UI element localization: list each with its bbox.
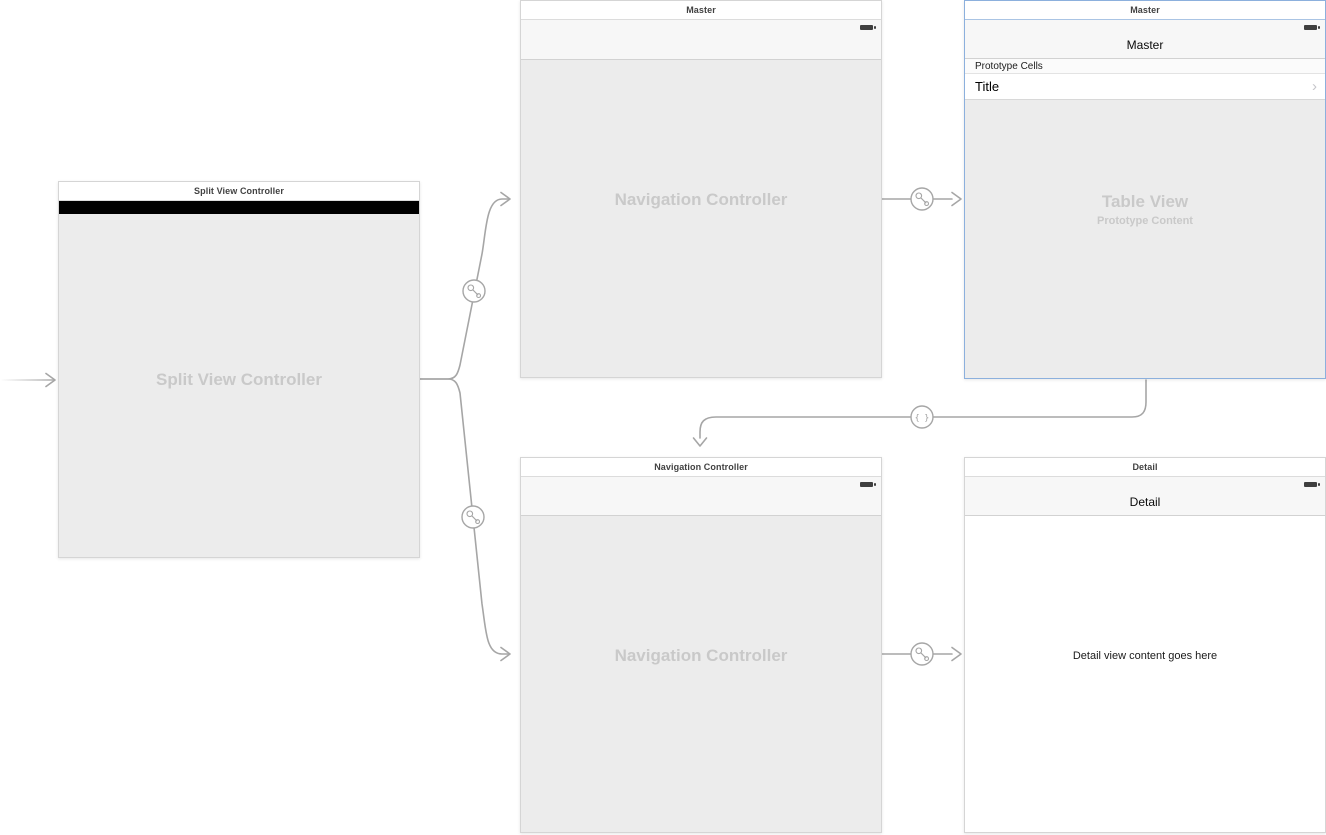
table-view-content[interactable]: Table View Prototype Content	[965, 100, 1325, 378]
scene-header-split-view[interactable]: Split View Controller	[59, 182, 419, 201]
relationship-segue-icon[interactable]	[461, 505, 485, 529]
scene-master-table-view[interactable]: Master Master Prototype Cells Title › Ta…	[964, 0, 1326, 379]
split-view-content[interactable]: Split View Controller	[59, 214, 419, 557]
initial-view-controller-arrow[interactable]	[1, 372, 56, 388]
relationship-segue-icon[interactable]	[910, 642, 934, 666]
master-table-nav-title: Master	[1126, 38, 1164, 52]
relationship-segue-icon[interactable]	[910, 187, 934, 211]
battery-icon	[1304, 482, 1320, 487]
table-view-ghost-label: Table View	[1101, 191, 1189, 211]
detail-body-label: Detail view content goes here	[1072, 649, 1218, 662]
table-view-ghost-sublabel: Prototype Content	[1097, 214, 1193, 227]
scene-header-master-table[interactable]: Master	[965, 1, 1325, 20]
relationship-segue-icon[interactable]	[462, 279, 486, 303]
scene-detail-view-controller[interactable]: Detail Detail Detail view content goes h…	[964, 457, 1326, 833]
detail-nav-navigation-bar[interactable]	[521, 477, 881, 516]
show-detail-glyph: { }	[915, 413, 929, 422]
show-detail-segue-icon[interactable]: { }	[910, 405, 934, 429]
scene-header-label: Navigation Controller	[654, 462, 748, 472]
battery-icon	[860, 482, 876, 487]
scene-master-navigation-controller[interactable]: Master Navigation Controller	[520, 0, 882, 378]
split-view-ghost-label: Split View Controller	[156, 369, 322, 389]
detail-nav-title: Detail	[1129, 495, 1161, 509]
segue-line-split-to-master-nav[interactable]	[418, 191, 511, 380]
scene-header-detail-nav[interactable]: Navigation Controller	[521, 458, 881, 477]
prototype-cells-label: Prototype Cells	[975, 60, 1043, 72]
scene-header-label: Master	[686, 5, 716, 15]
scene-header-label: Master	[1130, 5, 1160, 15]
detail-navigation-bar[interactable]: Detail	[965, 477, 1325, 516]
prototype-table-cell[interactable]: Title ›	[965, 73, 1325, 100]
split-view-status-bar	[59, 201, 419, 214]
master-table-navigation-bar[interactable]: Master	[965, 20, 1325, 59]
detail-nav-content[interactable]: Navigation Controller	[521, 516, 881, 832]
master-nav-content[interactable]: Navigation Controller	[521, 60, 881, 377]
battery-icon	[1304, 25, 1320, 30]
master-nav-navigation-bar[interactable]	[521, 20, 881, 60]
scene-split-view-controller[interactable]: Split View Controller Split View Control…	[58, 181, 420, 558]
scene-detail-navigation-controller[interactable]: Navigation Controller Navigation Control…	[520, 457, 882, 833]
scene-header-master-nav[interactable]: Master	[521, 1, 881, 20]
prototype-cells-section-header: Prototype Cells	[965, 59, 1325, 73]
detail-nav-ghost-label: Navigation Controller	[614, 646, 788, 665]
cell-title-label: Title	[975, 79, 1000, 94]
master-nav-ghost-label: Navigation Controller	[614, 190, 788, 209]
segue-line-split-to-detail-nav[interactable]	[418, 378, 511, 662]
battery-icon	[860, 25, 876, 30]
detail-content[interactable]: Detail view content goes here	[965, 516, 1325, 832]
disclosure-chevron-icon: ›	[1312, 78, 1317, 95]
scene-header-label: Split View Controller	[194, 186, 284, 196]
scene-header-label: Detail	[1132, 462, 1158, 472]
scene-header-detail[interactable]: Detail	[965, 458, 1325, 477]
